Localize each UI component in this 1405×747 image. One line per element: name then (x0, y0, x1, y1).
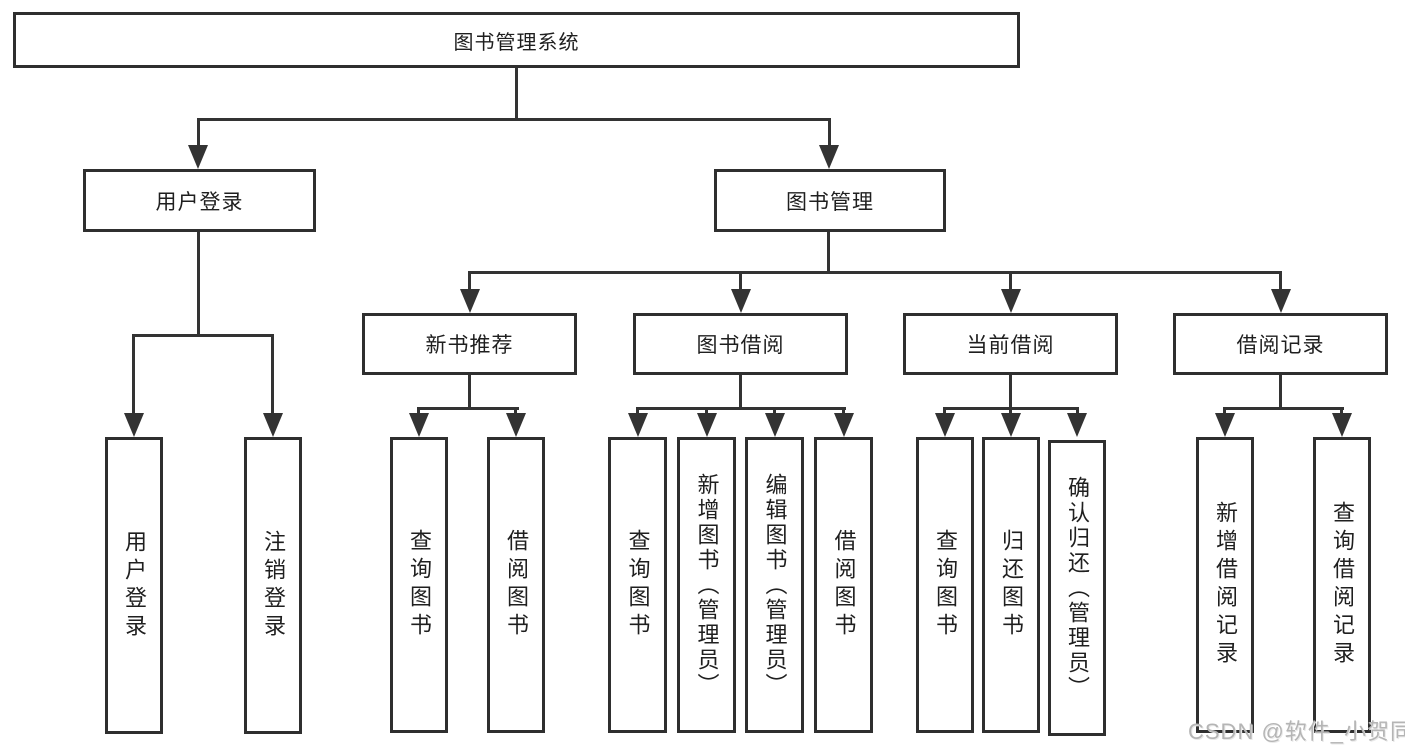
connector-line (1279, 375, 1282, 409)
arrow-down-icon (188, 145, 208, 169)
arrow-down-icon (935, 413, 955, 437)
arrow-down-icon (1001, 413, 1021, 437)
node-book-management: 图书管理 (714, 169, 946, 232)
connector-line (514, 407, 517, 415)
connector-line (1279, 271, 1282, 290)
arrow-down-icon (834, 413, 854, 437)
node-library-system: 图书管理系统 (13, 12, 1020, 68)
leaf-add-borrow-record: 新增借阅记录 (1196, 437, 1254, 733)
connector-line (1223, 407, 1344, 410)
leaf-label: 确认归还（管理员） (1065, 475, 1090, 701)
connector-line (1009, 375, 1012, 409)
leaf-label: 新增借阅记录 (1213, 501, 1238, 669)
leaf-label: 用户登录 (122, 529, 147, 642)
arrow-down-icon (263, 413, 283, 437)
leaf-query-book-current: 查询图书 (916, 437, 974, 733)
node-current-borrow: 当前借阅 (903, 313, 1118, 375)
leaf-label: 注销登录 (261, 529, 286, 642)
node-new-book-recommend: 新书推荐 (362, 313, 577, 375)
connector-line (468, 271, 471, 290)
leaf-label: 查询图书 (625, 529, 651, 641)
connector-line (197, 232, 200, 335)
leaf-label: 查询借阅记录 (1330, 501, 1355, 669)
arrow-down-icon (506, 413, 526, 437)
connector-line (1009, 407, 1012, 415)
leaf-edit-book-admin: 编辑图书（管理员） (745, 437, 804, 733)
arrow-down-icon (1067, 413, 1087, 437)
node-book-borrow: 图书借阅 (633, 313, 848, 375)
connector-line (1076, 407, 1079, 415)
arrow-down-icon (409, 413, 429, 437)
leaf-query-borrow-record: 查询借阅记录 (1313, 437, 1371, 733)
connector-line (828, 118, 831, 147)
leaf-label: 查询图书 (407, 529, 432, 641)
node-borrow-records: 借阅记录 (1173, 313, 1388, 375)
arrow-down-icon (124, 413, 144, 437)
connector-line (468, 271, 1282, 274)
arrow-down-icon (819, 145, 839, 169)
connector-line (1009, 271, 1012, 290)
connector-line (842, 407, 845, 415)
leaf-add-book-admin: 新增图书（管理员） (677, 437, 736, 733)
arrow-down-icon (731, 289, 751, 313)
leaf-label: 借阅图书 (831, 529, 857, 641)
connector-line (705, 407, 708, 415)
node-user-login: 用户登录 (83, 169, 316, 232)
leaf-confirm-return-admin: 确认归还（管理员） (1048, 440, 1106, 736)
connector-line (636, 407, 639, 415)
arrow-down-icon (1271, 289, 1291, 313)
leaf-label: 新增图书（管理员） (694, 472, 720, 698)
leaf-label: 归还图书 (999, 529, 1024, 641)
leaf-label: 编辑图书（管理员） (762, 472, 788, 698)
connector-line (515, 68, 518, 118)
connector-line (132, 334, 135, 413)
watermark: CSDN @软件_小贺同学 (1188, 719, 1405, 744)
connector-line (943, 407, 946, 415)
connector-line (1223, 407, 1226, 415)
leaf-query-book-recommend: 查询图书 (390, 437, 448, 733)
leaf-label: 借阅图书 (504, 529, 529, 641)
arrow-down-icon (1215, 413, 1235, 437)
leaf-borrow-book: 借阅图书 (814, 437, 873, 733)
arrow-down-icon (460, 289, 480, 313)
connector-line (132, 334, 274, 337)
leaf-logout: 注销登录 (244, 437, 302, 734)
leaf-borrow-book-recommend: 借阅图书 (487, 437, 545, 733)
leaf-label: 查询图书 (933, 529, 958, 641)
connector-line (197, 118, 200, 147)
leaf-return-book: 归还图书 (982, 437, 1040, 733)
leaf-user-login: 用户登录 (105, 437, 163, 734)
arrow-down-icon (697, 413, 717, 437)
connector-line (197, 118, 831, 121)
connector-line (739, 375, 742, 409)
arrow-down-icon (765, 413, 785, 437)
connector-line (827, 232, 830, 273)
connector-line (739, 271, 742, 290)
connector-line (271, 334, 274, 413)
connector-line (468, 375, 471, 409)
connector-line (1340, 407, 1343, 415)
connector-line (773, 407, 776, 415)
connector-line (636, 407, 846, 410)
connector-line (417, 407, 519, 410)
leaf-query-book-borrow: 查询图书 (608, 437, 667, 733)
arrow-down-icon (1332, 413, 1352, 437)
arrow-down-icon (1001, 289, 1021, 313)
arrow-down-icon (628, 413, 648, 437)
connector-line (417, 407, 420, 415)
